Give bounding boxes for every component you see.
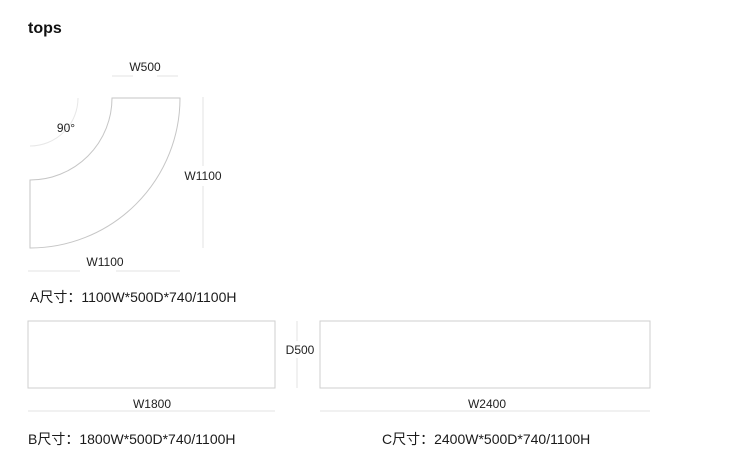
page-title: tops: [28, 20, 62, 37]
dim-label-90-degrees: 90°: [56, 121, 76, 135]
curved-top-a-outline: [29, 97, 181, 249]
angle-indicator-arc: [29, 97, 79, 147]
spec-text-b: B尺寸：1800W*500D*740/1100H: [28, 431, 236, 447]
dim-label-w1800: W1800: [132, 397, 172, 411]
dim-label-w1100-bottom: W1100: [86, 255, 124, 269]
rect-top-b-outline: [27, 320, 276, 389]
dim-label-w500: W500: [129, 60, 161, 74]
dim-label-w1100-right: W1100: [184, 169, 222, 183]
dim-label-w2400: W2400: [467, 397, 507, 411]
spec-text-a: A尺寸：1100W*500D*740/1100H: [30, 289, 237, 305]
dim-label-d500: D500: [285, 343, 315, 357]
rect-top-c-outline: [319, 320, 651, 389]
spec-text-c: C尺寸：2400W*500D*740/1100H: [382, 431, 591, 447]
